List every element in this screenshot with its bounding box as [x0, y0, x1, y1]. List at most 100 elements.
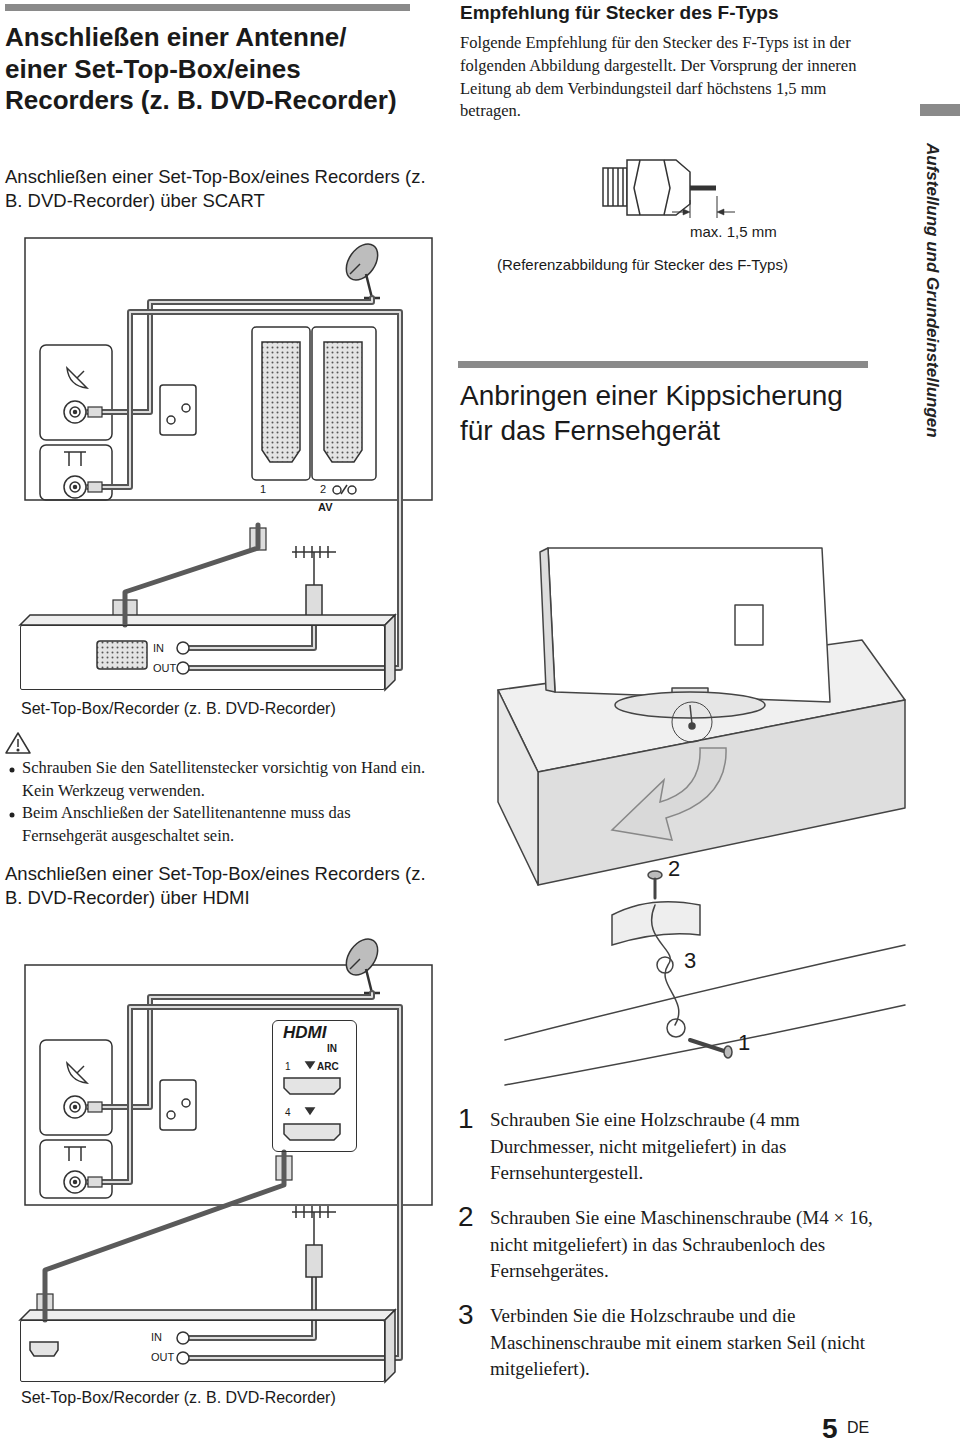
terrestrial-aerial: [306, 585, 322, 617]
cable: [125, 525, 258, 625]
tv-back: [40, 1140, 112, 1198]
subheading: Empfehlung für Stecker des F-Typs: [460, 2, 880, 25]
tv-back: [74, 1106, 77, 1109]
tv-back: [25, 238, 432, 500]
satellite-dish: [364, 274, 380, 298]
text-holder: IN: [327, 1043, 337, 1054]
tv-back: [167, 416, 175, 424]
recorder-body: [385, 615, 395, 690]
f-connector: [683, 209, 724, 215]
recorder-body: [20, 615, 395, 690]
port-label: 1: [260, 483, 266, 495]
page-number: 5: [822, 1412, 838, 1446]
port-label: ARC: [317, 1061, 339, 1072]
tv-back: [70, 1102, 80, 1112]
satellite-dish: [350, 264, 360, 274]
label-holder: Schrauben Sie eine Maschinenschraube (M4…: [490, 1205, 875, 1285]
text-holder: Set-Top-Box/Recorder (z. B. DVD-Recorder…: [21, 700, 336, 718]
warning-icon: [6, 733, 30, 753]
f-connector: [627, 160, 690, 215]
text-holder: 1: [285, 1061, 291, 1072]
figure-caption: (Referenzabbildung für Stecker des F-Typ…: [497, 256, 788, 274]
recorder-body: [20, 615, 395, 625]
warning-icon: [6, 733, 30, 753]
tv-back: [306, 1108, 314, 1114]
satellite-dish: [340, 238, 384, 286]
satellite-dish: [340, 933, 384, 981]
text-holder: OUT: [153, 662, 176, 674]
tv-back: [64, 1171, 86, 1193]
label-holder: 1: [458, 1102, 474, 1136]
f-connector: [672, 212, 735, 213]
tv-on-stand: [690, 705, 692, 724]
text-holder: ARC: [317, 1061, 339, 1072]
bullet-dot: [10, 813, 15, 818]
text-holder: 1: [260, 483, 266, 495]
label-holder: Schrauben Sie den Satellitenstecker vors…: [22, 757, 432, 803]
port-label: OUT: [151, 1351, 174, 1363]
plug: [88, 407, 266, 624]
page-title: Anschließen einer Antenne/ einer Set-Top…: [5, 22, 405, 117]
tv-back: [25, 238, 432, 500]
callout-number: 1: [738, 1030, 750, 1056]
tv-on-stand: [689, 723, 695, 729]
label-holder: Schrauben Sie eine Holzschraube (4 mm Du…: [490, 1107, 875, 1187]
tv-back: [67, 368, 87, 388]
tv-back: [64, 452, 86, 466]
label-holder: max. 1,5 mm: [690, 223, 777, 241]
tv-back: [324, 342, 362, 462]
recorder-body: [177, 642, 189, 654]
tv-back: [333, 486, 341, 494]
f-connector: [634, 160, 670, 215]
port-label: IN: [153, 642, 164, 654]
text-holder: 2: [320, 483, 326, 495]
terrestrial-aerial: [306, 1245, 322, 1277]
f-connector: [603, 168, 627, 206]
language-code: DE: [847, 1418, 869, 1437]
stand-detail: [667, 1019, 685, 1037]
label-holder: 2: [458, 1200, 474, 1234]
hdmi-panel: HDMIIN1ARC4: [272, 1020, 357, 1152]
terrestrial-aerial: [292, 1206, 336, 1245]
antenna-cable: [88, 993, 400, 1358]
text-holder: IN: [153, 642, 164, 654]
tv-back: [40, 1040, 112, 1135]
antenna-cable: [88, 298, 400, 668]
stand-detail: [657, 957, 673, 973]
plug: [88, 482, 102, 492]
label-holder: 2: [668, 856, 680, 882]
f-connector: [690, 196, 717, 218]
antenna-cable: [189, 1277, 314, 1338]
tv-back: [341, 485, 347, 494]
subheading: Anschließen einer Set-Top-Box/eines Reco…: [5, 862, 440, 910]
tv-back: [74, 1181, 77, 1184]
port-label: IN: [151, 1331, 162, 1343]
tv-back: [70, 407, 80, 417]
text-holder: IN: [151, 1331, 162, 1343]
section-bar: [920, 104, 960, 116]
port-label: AV: [318, 501, 332, 513]
tv-back: [25, 965, 432, 1205]
tv-back: [25, 965, 432, 1205]
tv-back: [252, 327, 310, 480]
satellite-dish: [340, 933, 384, 993]
tv-back: [262, 342, 300, 462]
step-text: Verbinden Sie die Holzschraube und die M…: [490, 1303, 875, 1383]
tv-on-stand: [498, 548, 905, 885]
tv-back: [70, 482, 80, 492]
label-holder: Aufstellung und Grundeinstellungen: [922, 143, 942, 438]
tv-back: [70, 1177, 80, 1187]
antenna-cable: [88, 1007, 400, 1358]
tv-on-stand: [498, 690, 538, 885]
tv-back: [77, 1066, 84, 1073]
stand-detail: [612, 902, 700, 945]
f-connector: [603, 160, 735, 218]
tv-back: [348, 486, 356, 494]
stand-detail: [505, 1005, 905, 1085]
tv-back: [284, 1124, 340, 1140]
recorder-body: [385, 1310, 395, 1382]
step-number: 2: [458, 1200, 474, 1234]
dimension: max. 1,5 mm: [690, 223, 777, 241]
cable: [45, 1152, 284, 1320]
